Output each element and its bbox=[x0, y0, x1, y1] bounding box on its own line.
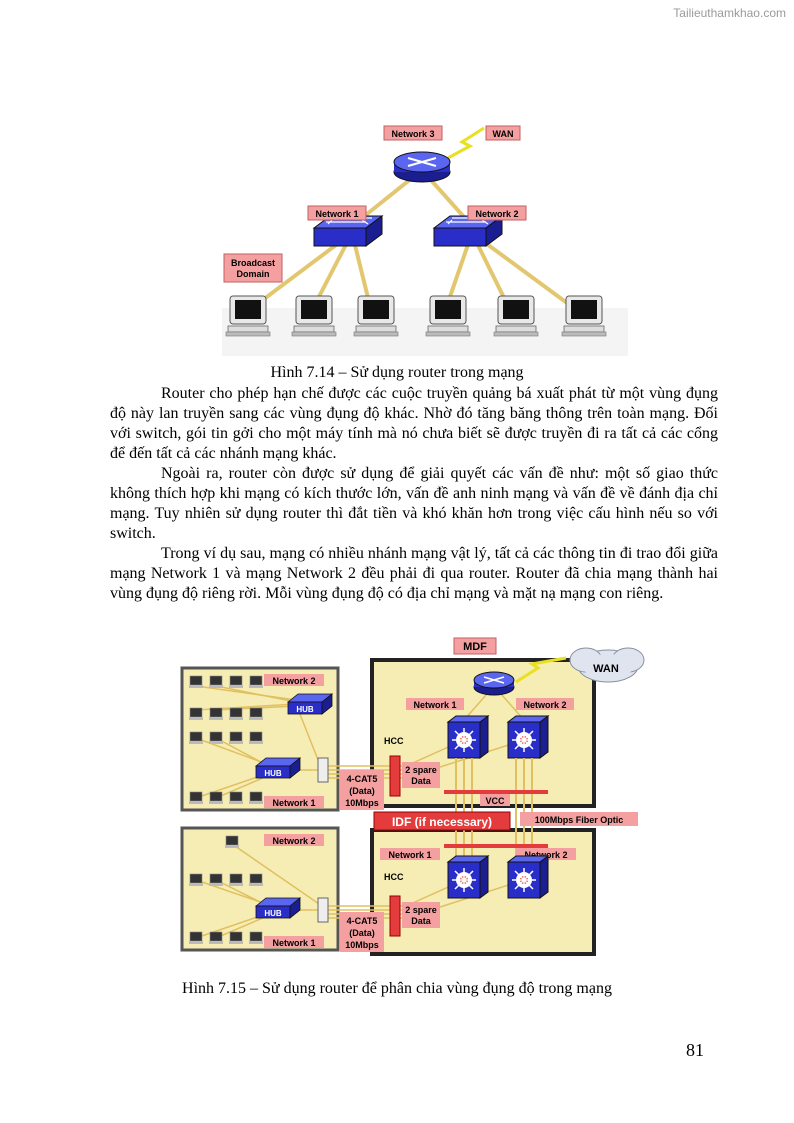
paragraph-1: Router cho phép hạn chế được các cuộc tr… bbox=[110, 385, 718, 462]
svg-text:HUB: HUB bbox=[296, 705, 314, 714]
label-cat5-bottom: 4-CAT5 (Data) 10Mbps bbox=[340, 912, 384, 952]
label-mdf-network2: Network 2 bbox=[516, 698, 574, 710]
svg-text:10Mbps: 10Mbps bbox=[345, 798, 379, 808]
watermark: Tailieuthamkhao.com bbox=[673, 6, 786, 20]
svg-text:Network 2: Network 2 bbox=[523, 700, 566, 710]
vcc-links bbox=[455, 758, 533, 858]
svg-text:VCC: VCC bbox=[485, 796, 505, 806]
paragraph-3: Trong ví dụ sau, mạng có nhiều nhánh mạn… bbox=[110, 545, 718, 602]
svg-text:2 spare: 2 spare bbox=[405, 765, 437, 775]
vcc-bar-icon bbox=[444, 790, 548, 794]
svg-text:10Mbps: 10Mbps bbox=[345, 940, 379, 950]
label-idf-network1: Network 1 bbox=[380, 848, 440, 860]
label-hcc-bottom: HCC bbox=[384, 872, 404, 882]
label-network2-top: Network 2 bbox=[264, 674, 324, 686]
computer-icon bbox=[353, 295, 399, 337]
switch-icon bbox=[447, 855, 489, 899]
patch-panel-icon bbox=[317, 757, 329, 783]
label-cat5-top: 4-CAT5 (Data) 10Mbps bbox=[340, 770, 384, 810]
svg-text:100Mbps Fiber Optic: 100Mbps Fiber Optic bbox=[535, 815, 624, 825]
paragraph-2: Ngoài ra, router còn được sử dụng để giả… bbox=[110, 465, 718, 542]
label-hcc-top: HCC bbox=[384, 736, 404, 746]
svg-text:Broadcast: Broadcast bbox=[231, 258, 275, 268]
router-icon bbox=[473, 671, 515, 696]
label-network3: Network 3 bbox=[383, 125, 443, 141]
switch-icon bbox=[507, 855, 549, 899]
switch-icon bbox=[507, 715, 549, 759]
label-broadcast-domain: Broadcast Domain bbox=[223, 253, 283, 283]
label-network2: Network 2 bbox=[467, 205, 527, 221]
svg-text:Network 3: Network 3 bbox=[391, 129, 434, 139]
svg-text:IDF (if necessary): IDF (if necessary) bbox=[392, 815, 492, 829]
computer-icon bbox=[493, 295, 539, 337]
svg-text:WAN: WAN bbox=[493, 129, 514, 139]
computer-icon bbox=[561, 295, 607, 337]
svg-text:4-CAT5: 4-CAT5 bbox=[347, 916, 378, 926]
computer-icon bbox=[225, 295, 271, 337]
label-network1-bottom: Network 1 bbox=[264, 936, 324, 948]
hub-icon: HUB bbox=[287, 693, 333, 715]
figure-collision-domains: HUB HUB HUB Network 2 Network 1 Network … bbox=[176, 630, 656, 960]
svg-text:Network 2: Network 2 bbox=[272, 836, 315, 846]
label-idf: IDF (if necessary) bbox=[373, 811, 511, 831]
hcc-rack-icon bbox=[389, 895, 401, 937]
svg-text:Network 1: Network 1 bbox=[413, 700, 456, 710]
svg-text:Network 1: Network 1 bbox=[272, 938, 315, 948]
left-panel-bottom bbox=[180, 826, 340, 952]
wan-cloud-icon: WAN bbox=[569, 647, 645, 683]
figure-715-caption: Hình 7.15 – Sử dụng router để phân chia … bbox=[182, 980, 612, 997]
svg-text:Network 2: Network 2 bbox=[272, 676, 315, 686]
svg-text:Data: Data bbox=[411, 916, 432, 926]
label-fiber: 100Mbps Fiber Optic bbox=[520, 812, 638, 826]
label-vcc: VCC bbox=[480, 794, 510, 806]
label-mdf-network1: Network 1 bbox=[406, 698, 464, 710]
label-wan: WAN bbox=[485, 125, 521, 141]
svg-text:MDF: MDF bbox=[463, 641, 487, 653]
router-icon bbox=[393, 151, 451, 183]
page-number: 81 bbox=[686, 1040, 704, 1060]
hcc-rack-icon bbox=[389, 755, 401, 797]
svg-text:(Data): (Data) bbox=[349, 786, 375, 796]
vcc-bar-icon bbox=[444, 844, 548, 848]
wan-link-icon bbox=[515, 656, 567, 684]
svg-text:Network 2: Network 2 bbox=[475, 209, 518, 219]
svg-text:HUB: HUB bbox=[264, 769, 282, 778]
label-spare-top: 2 spare Data bbox=[402, 762, 440, 788]
figure-714-caption: Hình 7.14 – Sử dụng router trong mạng bbox=[270, 364, 524, 381]
figure-router-network: Network 3 WAN Network 1 Network 2 Broadc… bbox=[222, 118, 628, 358]
svg-text:Network 2: Network 2 bbox=[524, 850, 567, 860]
svg-text:Domain: Domain bbox=[236, 269, 269, 279]
label-network2-bottom: Network 2 bbox=[264, 834, 324, 846]
svg-text:2 spare: 2 spare bbox=[405, 905, 437, 915]
svg-text:HUB: HUB bbox=[264, 909, 282, 918]
svg-text:Network 1: Network 1 bbox=[272, 798, 315, 808]
svg-text:WAN: WAN bbox=[593, 663, 619, 675]
switch-icon bbox=[447, 715, 489, 759]
wan-link-icon bbox=[447, 126, 485, 160]
svg-text:Data: Data bbox=[411, 776, 432, 786]
computer-icon bbox=[291, 295, 337, 337]
label-network1-top: Network 1 bbox=[264, 796, 324, 808]
svg-text:Network 1: Network 1 bbox=[315, 209, 358, 219]
label-network1: Network 1 bbox=[307, 205, 367, 221]
hub-icon: HUB bbox=[255, 757, 301, 779]
label-mdf: MDF bbox=[453, 637, 497, 655]
svg-text:(Data): (Data) bbox=[349, 928, 375, 938]
computer-icon bbox=[425, 295, 471, 337]
svg-text:4-CAT5: 4-CAT5 bbox=[347, 774, 378, 784]
svg-text:Network 1: Network 1 bbox=[388, 850, 431, 860]
hub-icon: HUB bbox=[255, 897, 301, 919]
patch-panel-icon bbox=[317, 897, 329, 923]
label-spare-bottom: 2 spare Data bbox=[402, 902, 440, 928]
